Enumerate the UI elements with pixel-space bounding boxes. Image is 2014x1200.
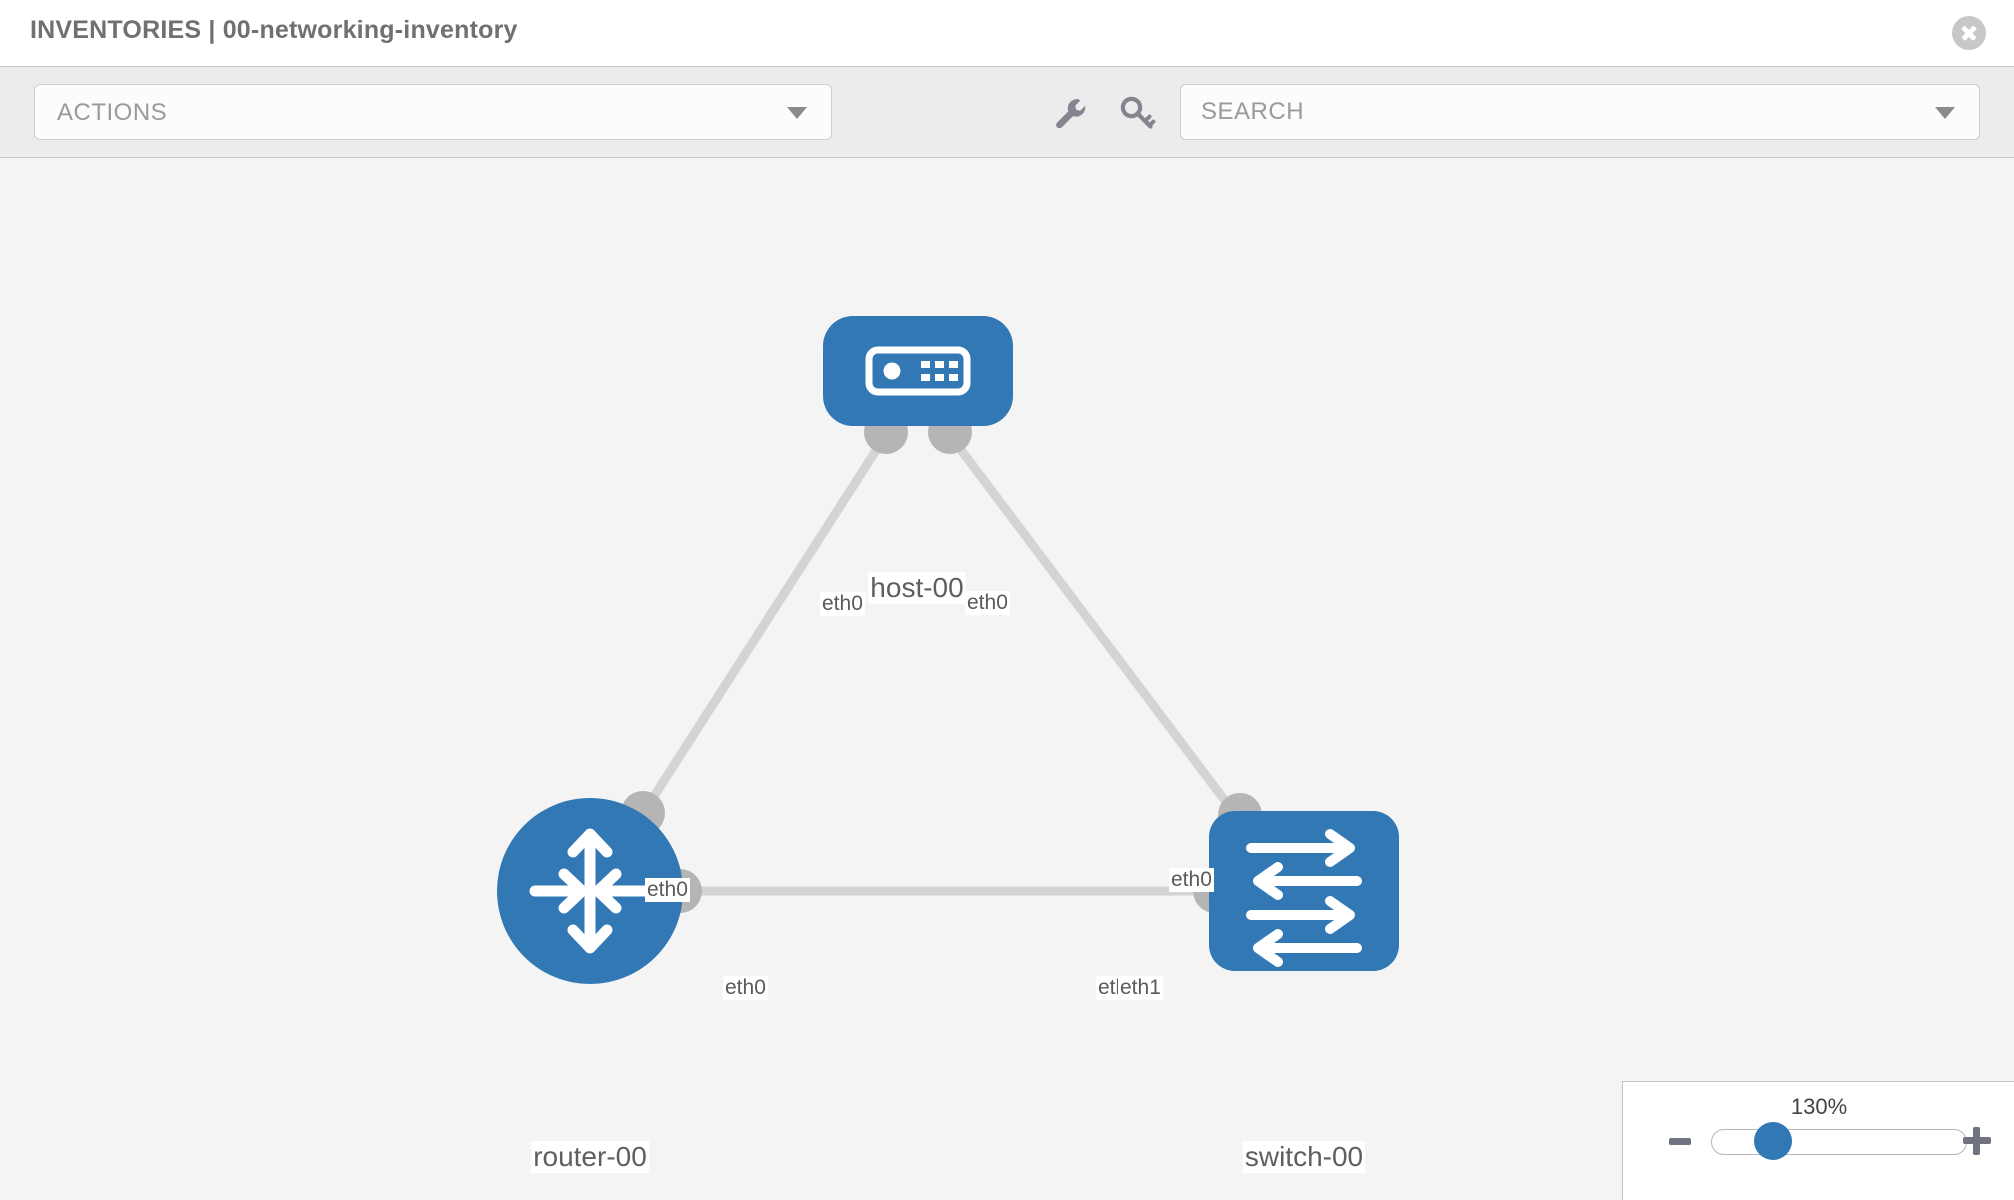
iface-label-host00-left: eth0 — [820, 592, 865, 616]
actions-dropdown-label: ACTIONS — [57, 99, 168, 126]
wrench-icon[interactable] — [1050, 93, 1090, 133]
plus-icon-stroke-v — [1973, 1127, 1980, 1155]
chevron-down-icon[interactable] — [1935, 107, 1955, 119]
node-router-00[interactable] — [497, 798, 683, 984]
node-host-00[interactable] — [823, 316, 1013, 426]
minus-icon[interactable] — [1667, 1128, 1693, 1154]
iface-label-switch00-up: eth0 — [1169, 868, 1214, 892]
plus-icon[interactable] — [1962, 1126, 1992, 1156]
server-icon — [865, 346, 971, 396]
switch-arrows-icon — [1246, 829, 1362, 967]
chevron-down-icon — [787, 107, 807, 119]
zoom-control-panel: 130% — [1622, 1081, 2014, 1200]
node-label-router-00: router-00 — [531, 1141, 649, 1173]
minus-icon-stroke — [1669, 1138, 1691, 1145]
topology-connectors — [621, 410, 1262, 913]
iface-label-host00-right: eth0 — [965, 591, 1010, 615]
search-field[interactable] — [1180, 84, 1980, 140]
edge-host00-switch00[interactable] — [948, 435, 1242, 821]
router-arrows-icon — [529, 828, 651, 954]
iface-label-switch00-side-eth1: eth1 — [1118, 976, 1163, 1000]
node-label-host-00: host-00 — [868, 572, 966, 604]
toolbar: ACTIONS — [0, 67, 2014, 158]
edge-host00-router00[interactable] — [636, 435, 888, 821]
app-header: INVENTORIES | 00-networking-inventory — [0, 0, 2014, 67]
zoom-slider-track[interactable] — [1711, 1129, 1967, 1155]
page-title: INVENTORIES | 00-networking-inventory — [30, 16, 518, 44]
zoom-slider-handle[interactable] — [1754, 1122, 1792, 1160]
close-icon[interactable] — [1952, 16, 1986, 50]
iface-label-router00-up: eth0 — [645, 878, 690, 902]
topology-graph — [497, 316, 1399, 984]
key-icon[interactable] — [1117, 93, 1157, 133]
search-input[interactable] — [1201, 85, 1901, 139]
zoom-percent-label: 130% — [1790, 1094, 1848, 1119]
iface-label-router00-side: eth0 — [723, 976, 768, 1000]
topology-edges — [636, 435, 1242, 896]
node-switch-00[interactable] — [1209, 811, 1399, 971]
topology-canvas[interactable]: host-00 router-00 switch-00 eth0 eth0 et… — [0, 158, 2014, 1200]
node-label-switch-00: switch-00 — [1242, 1141, 1366, 1173]
actions-dropdown[interactable]: ACTIONS — [34, 84, 832, 140]
